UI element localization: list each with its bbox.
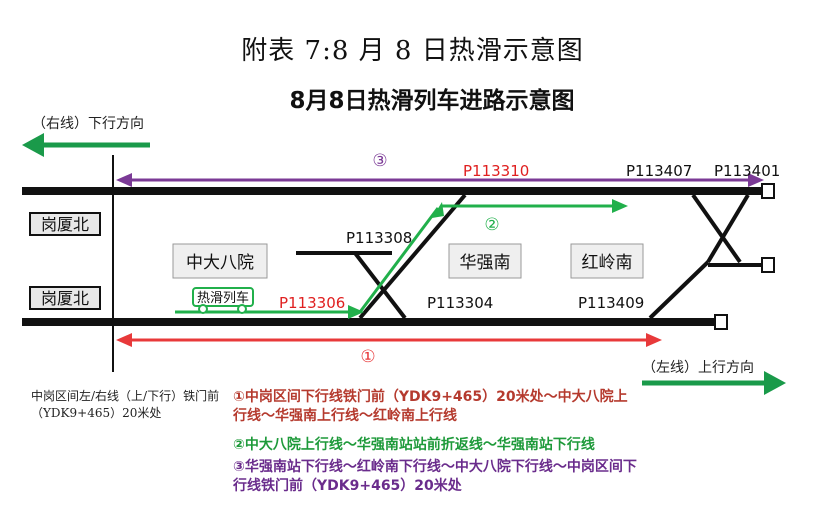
signal-p113308: P113308 [346,229,412,247]
diagram-title: 8月8日热滑列车进路示意图 [289,87,574,114]
station-gangxiabei-bottom-label: 岗厦北 [41,289,89,308]
route1-arrow [116,333,662,347]
train-label: 热滑列车 [197,290,249,306]
up-line-track [22,318,715,326]
station-gangxiabei-bottom: 岗厦北 [29,286,101,310]
signal-p113401: P113401 [714,162,780,180]
route3-marker: ③ [372,151,387,171]
route2-path [175,199,628,319]
station-zhongdabayuan-label: 中大八院 [186,253,254,273]
station-gangxiabei-top: 岗厦北 [29,212,101,236]
track-end-stop [714,183,775,330]
figure-caption: 附表 7:8 月 8 日热滑示意图 [241,36,584,66]
direction-up-label: （左线）上行方向 [642,360,754,376]
boundary-note: 中岗区间左/右线（上/下行）铁门前（YDK9+465）20米处 [31,389,220,420]
signal-p113306: P113306 [279,294,345,312]
hot-slide-train: 热滑列车 [192,287,254,314]
direction-down-label: （右线）下行方向 [32,116,144,132]
station-gangxiabei-top-label: 岗厦北 [41,215,89,234]
station-huaqiangnan-label: 华强南 [460,253,511,273]
station-zhongdabayuan: 中大八院 [172,243,268,279]
station-huaqiangnan: 华强南 [448,243,522,279]
station-honglingnan: 红岭南 [570,243,644,279]
legend-route1: ①中岗区间下行线铁门前（YDK9+465）20米处～中大八院上行线～华强南上行线… [233,389,628,424]
route2-marker: ② [484,215,499,235]
down-line-track [22,187,762,195]
signal-p113409: P113409 [578,294,644,312]
legend-route3: ③华强南站下行线～红岭南下行线～中大八院下行线～中岗区间下行线铁门前（YDK9+… [233,459,637,494]
route3-arrow [116,173,764,187]
signal-p113310: P113310 [463,162,529,180]
signal-p113407: P113407 [626,162,692,180]
right-crossover [648,193,762,320]
route1-marker: ① [360,347,375,367]
legend-route2: ②中大八院上行线～华强南站站前折返线～华强南站下行线 [233,437,595,453]
direction-up-arrow [642,371,786,395]
station-honglingnan-label: 红岭南 [582,253,633,273]
signal-p113304: P113304 [427,294,493,312]
direction-down-arrow [22,133,150,157]
